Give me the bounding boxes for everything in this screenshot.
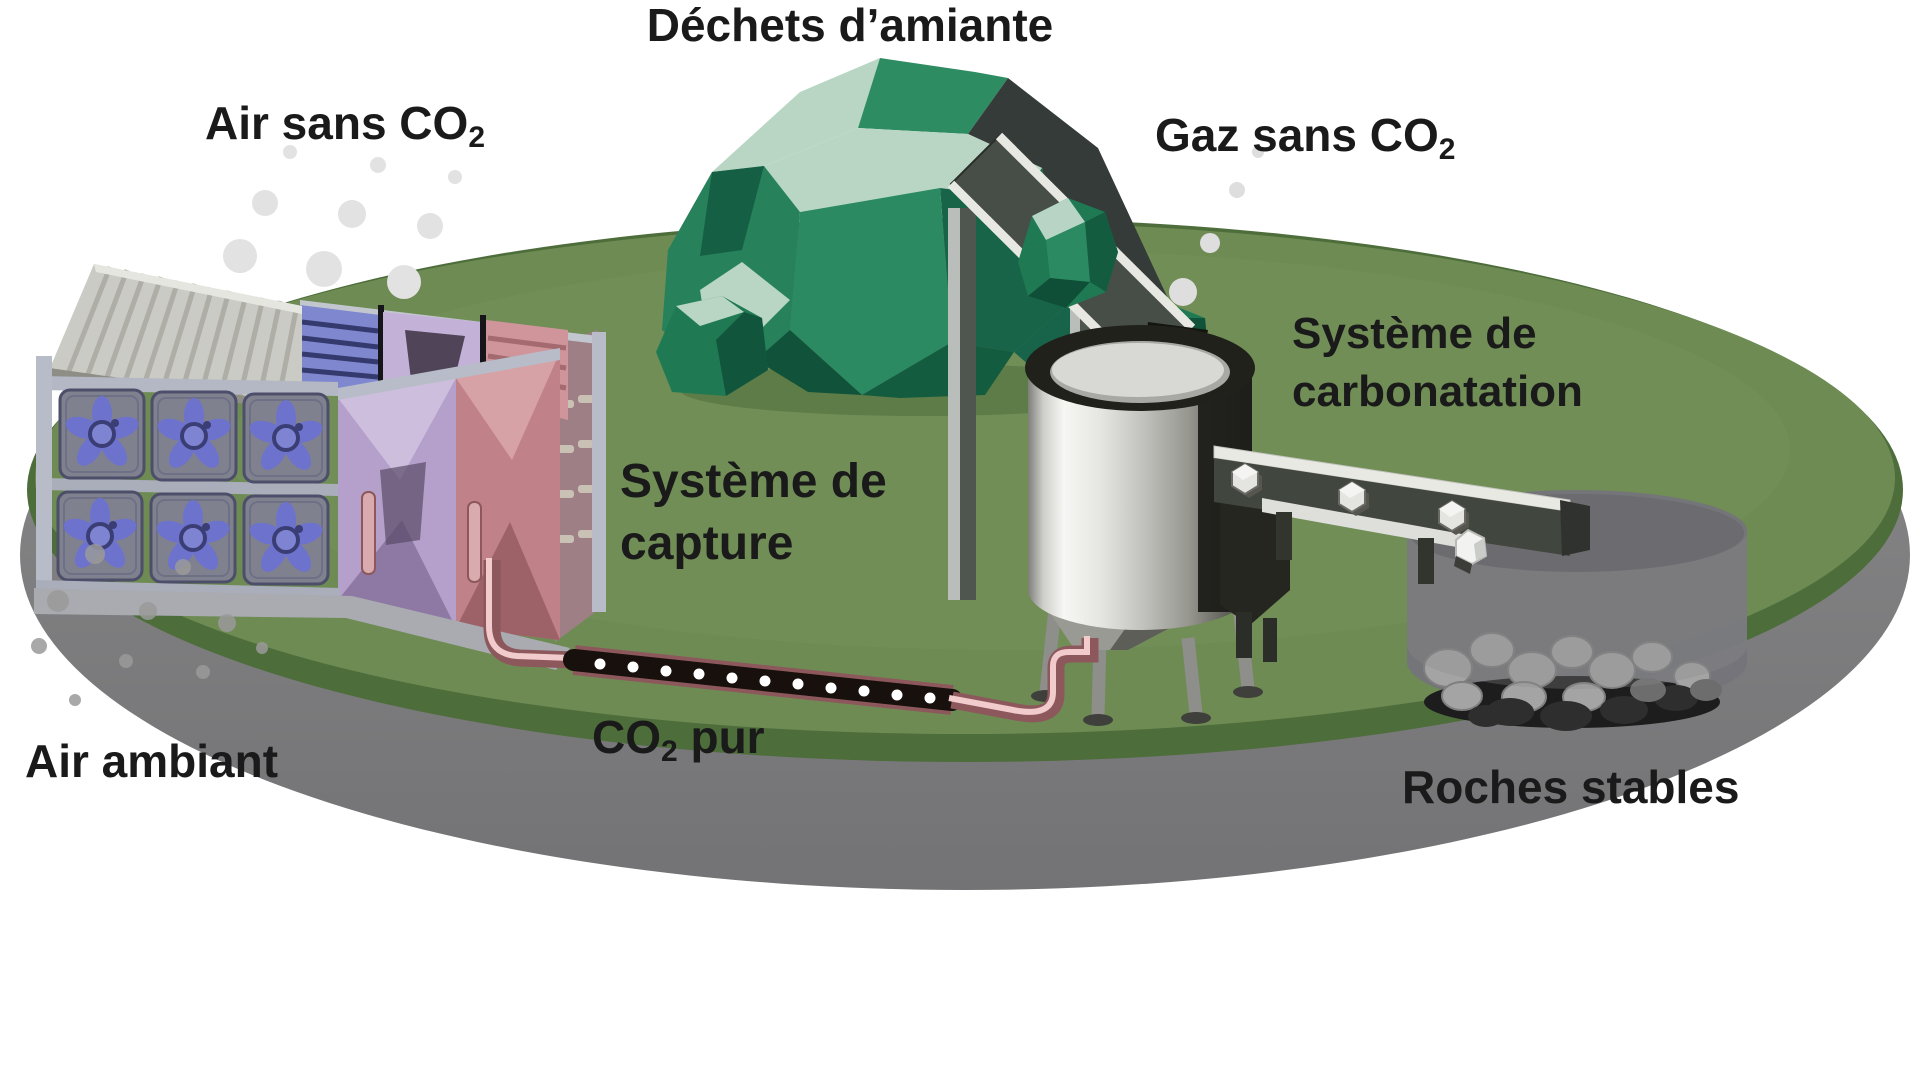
label-pure-co2: CO2 pur	[592, 711, 765, 769]
label-air-without-co2: Air sans CO2	[205, 97, 485, 155]
label-stable-rocks: Roches stables	[1402, 761, 1740, 813]
conveyor-to-pit	[1213, 445, 1590, 662]
label-capture-system: Système de capture	[620, 455, 887, 570]
stable-rocks	[1423, 632, 1711, 713]
asbestos-boulder	[1018, 198, 1118, 308]
funnel-panel-purple	[338, 378, 456, 628]
clean-gas-bubbles	[1169, 146, 1264, 306]
carbonation-tank	[1025, 322, 1263, 726]
label-asbestos-waste: Déchets d’amiante	[646, 0, 1054, 51]
clean-air-bubbles	[223, 145, 462, 299]
label-gas-without-co2: Gaz sans CO2	[1155, 109, 1456, 167]
top-module-blue	[300, 305, 380, 395]
ambient-air-bubbles	[31, 544, 268, 706]
capture-container	[34, 264, 606, 670]
co2-molecule-dots	[594, 658, 936, 704]
funnel-panel-pink	[456, 352, 560, 640]
conveyor-to-tank	[947, 132, 1196, 600]
carbonated-rock	[1454, 528, 1488, 574]
fan-icon	[150, 390, 238, 482]
fan-icon	[149, 492, 237, 584]
fan-icon	[242, 494, 330, 586]
label-carbonation-system: Système de carbonatation	[1292, 309, 1583, 416]
co2-pipe	[483, 558, 1099, 723]
fan-icon	[242, 392, 330, 484]
stable-rocks-pit	[1407, 490, 1747, 731]
fan-icon	[58, 388, 146, 480]
fan-icon	[56, 490, 144, 582]
label-ambient-air: Air ambiant	[25, 735, 279, 787]
container-base	[34, 588, 570, 670]
